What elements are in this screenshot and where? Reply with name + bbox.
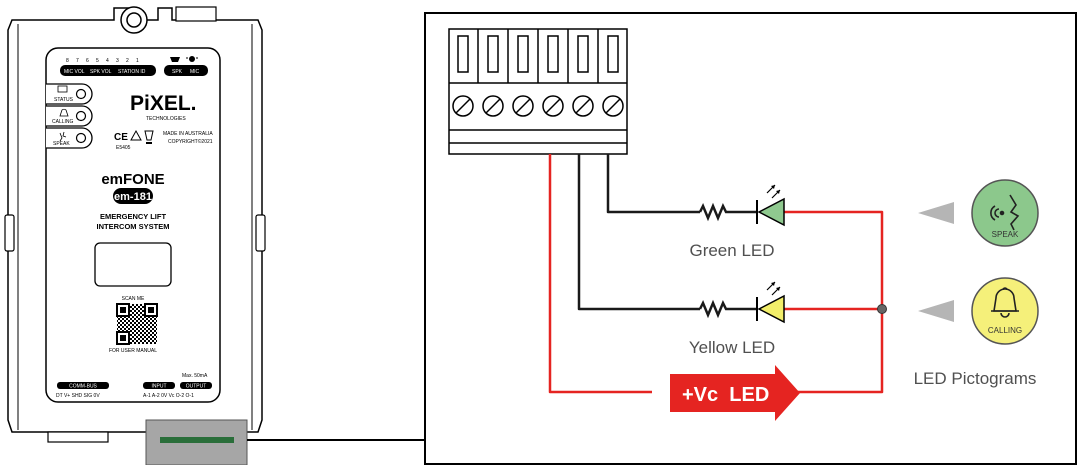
calling-pictogram: CALLING xyxy=(971,277,1039,345)
dip-switch-numbers: 8 7 6 5 4 3 2 1 xyxy=(66,58,139,64)
mic-icon xyxy=(186,56,198,62)
ce-mark-icon: CE xyxy=(114,132,128,143)
dip-group-label: SPK VOL xyxy=(90,69,112,75)
yellow-led-label: Yellow LED xyxy=(689,338,775,357)
copyright-text: COPYRIGHT©2021 xyxy=(168,138,213,145)
io-pins: A-1 A-2 0V Vc O-2 O-1 xyxy=(143,393,194,399)
certification-marks: CE E5405 xyxy=(114,129,154,151)
resistor-green xyxy=(698,202,756,222)
speak-caption: SPEAK xyxy=(992,230,1019,239)
vc-led-label: +Vc LED xyxy=(682,384,769,406)
pointer-calling xyxy=(918,300,954,322)
resistor-yellow xyxy=(698,299,756,319)
comm-bus-pins: DT V+ SHD SIG 0V xyxy=(56,393,100,399)
dip-number: 6 xyxy=(86,58,89,64)
user-manual-label: FOR USER MANUAL xyxy=(109,348,157,354)
dip-group-label: MIC VOL xyxy=(64,69,85,75)
junction-node xyxy=(877,304,887,314)
display-window xyxy=(94,242,172,287)
bell-icon xyxy=(991,287,1019,318)
pointer-speak xyxy=(918,202,954,224)
bell-icon xyxy=(59,108,69,117)
dip-number: 5 xyxy=(96,58,99,64)
wire-vc-red xyxy=(548,154,652,394)
cert-code: E5405 xyxy=(116,145,131,151)
status-indicator: STATUS xyxy=(46,83,93,105)
wire-green-led-black xyxy=(606,154,700,214)
dip-number: 4 xyxy=(106,58,109,64)
dip-number: 3 xyxy=(116,58,119,64)
calling-indicator: CALLING xyxy=(46,105,93,127)
scan-me-label: SCAN ME xyxy=(122,296,145,302)
model-badge xyxy=(113,188,153,204)
intercom-device: 8 7 6 5 4 3 2 1 MIC VOL SPK VOL STATION … xyxy=(4,6,266,465)
green-led-label: Green LED xyxy=(689,241,774,260)
qr-code xyxy=(116,303,158,345)
status-label: STATUS xyxy=(54,97,74,103)
brand-subtitle: TECHNOLOGIES xyxy=(146,116,186,122)
wire-led-return-red xyxy=(780,210,884,394)
dip-number: 1 xyxy=(136,58,139,64)
description-line-1: EMERGENCY LIFT xyxy=(100,212,167,221)
brand-logo: PiXEL. xyxy=(130,92,197,115)
description-line-2: INTERCOM SYSTEM xyxy=(97,222,170,231)
status-icon xyxy=(57,85,68,93)
speak-indicator: SPEAK xyxy=(46,127,93,149)
speak-pictogram: SPEAK xyxy=(971,179,1039,247)
terminal-block xyxy=(448,28,628,155)
calling-label: CALLING xyxy=(52,119,74,125)
dip-group-label: STATION ID xyxy=(118,69,146,75)
speaker-icon xyxy=(170,57,180,62)
max-rating: Max. 50mA xyxy=(182,373,208,379)
calling-caption: CALLING xyxy=(988,326,1022,335)
spk-label: SPK xyxy=(172,69,183,75)
led-pictograms-label: LED Pictograms xyxy=(914,369,1037,388)
weee-icon xyxy=(144,130,154,141)
rcm-mark-icon xyxy=(130,129,142,141)
speak-icon xyxy=(990,194,1020,231)
dip-switch-bar xyxy=(60,65,156,76)
model-label: em-181 xyxy=(114,191,152,203)
output-label: OUTPUT xyxy=(186,384,207,390)
dip-number: 7 xyxy=(76,58,79,64)
dip-number: 2 xyxy=(126,58,129,64)
wire-yellow-led-black xyxy=(577,154,700,311)
dip-number: 8 xyxy=(66,58,69,64)
input-label: INPUT xyxy=(152,384,167,390)
green-led xyxy=(756,184,785,227)
mic-label: MIC xyxy=(190,69,200,75)
yellow-led xyxy=(756,281,785,324)
product-name: emFONE xyxy=(101,171,164,188)
made-in-text: MADE IN AUSTRALIA xyxy=(163,131,213,137)
comm-bus-label: COMM-BUS xyxy=(69,384,97,390)
speak-label: SPEAK xyxy=(53,141,70,147)
vc-led-arrow xyxy=(670,365,800,421)
speak-icon xyxy=(59,131,67,142)
